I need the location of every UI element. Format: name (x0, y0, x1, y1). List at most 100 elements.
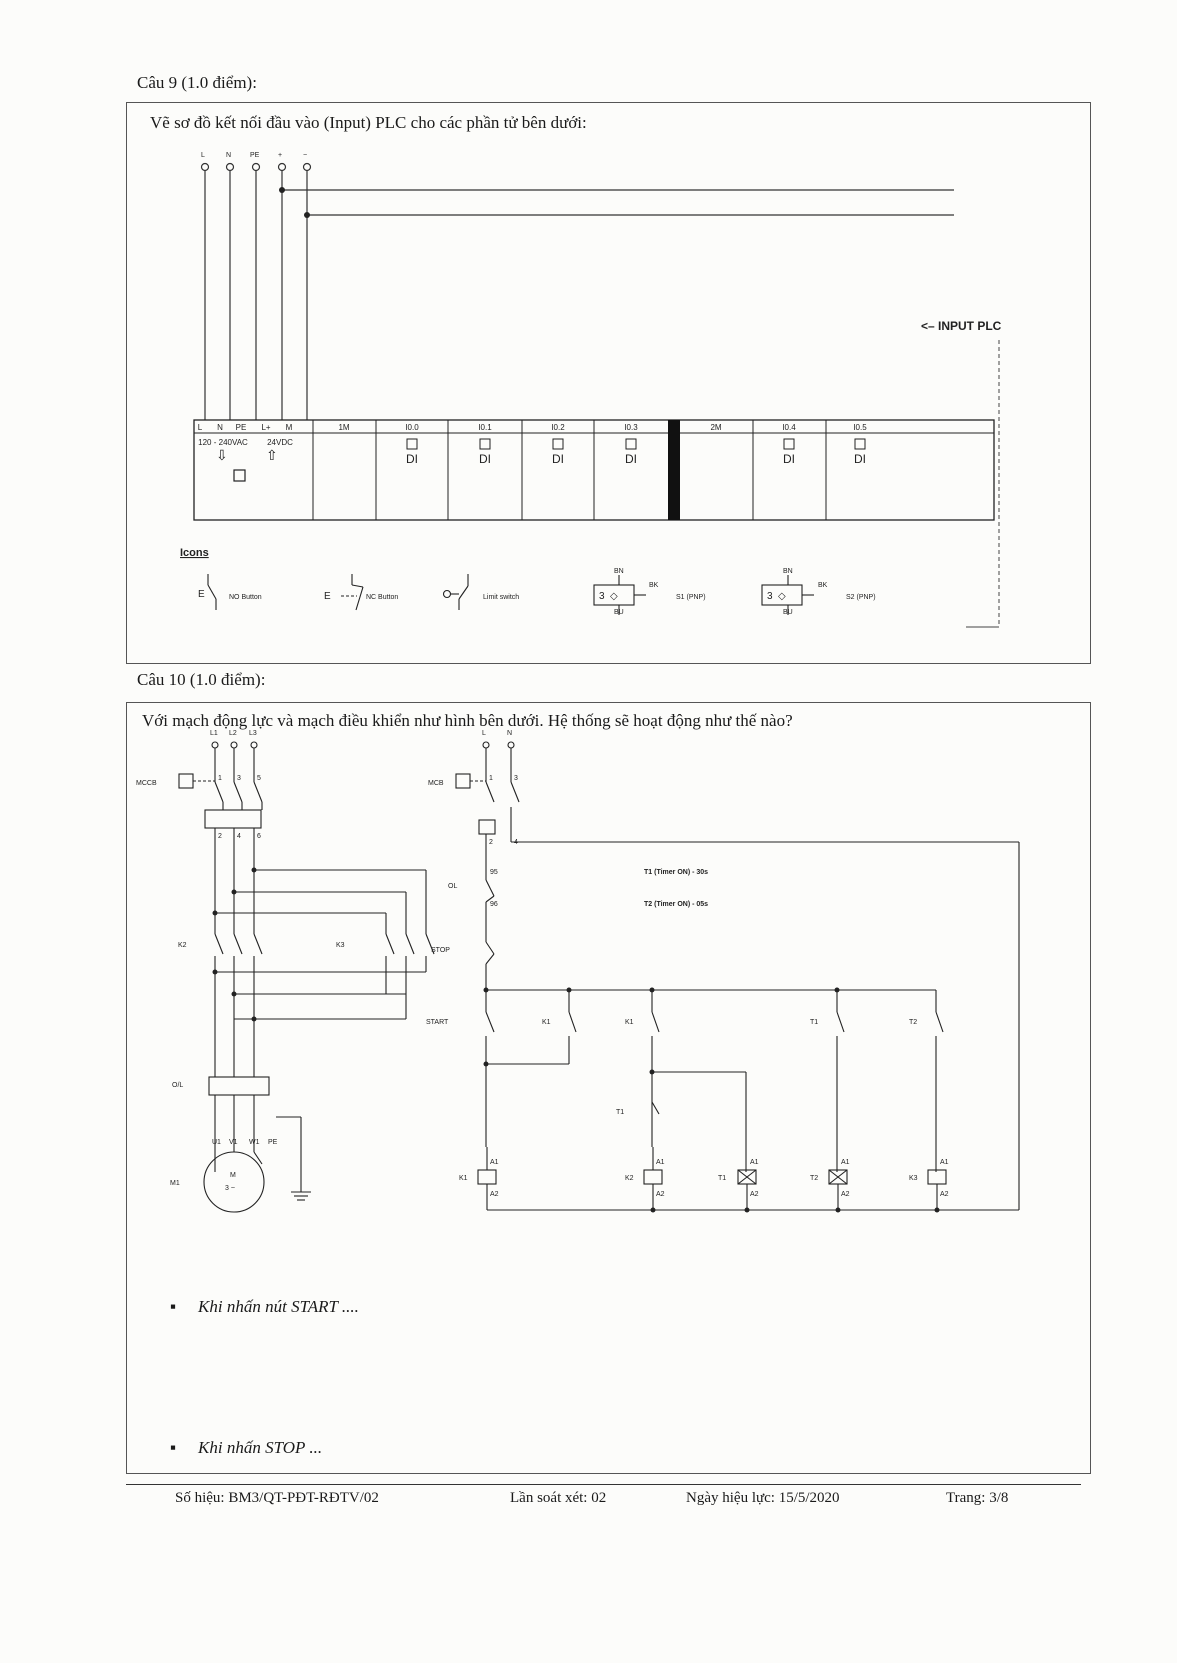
svg-text:L2: L2 (229, 730, 237, 737)
svg-text:K1: K1 (625, 1019, 634, 1026)
svg-text:A1: A1 (490, 1159, 499, 1166)
svg-text:W1: W1 (249, 1139, 260, 1146)
slot-I04: I0.4 (782, 423, 796, 432)
svg-text:S1 (PNP): S1 (PNP) (676, 594, 706, 601)
svg-text:E: E (324, 591, 331, 602)
svg-text:A2: A2 (656, 1191, 665, 1198)
svg-text:T1: T1 (616, 1109, 624, 1116)
svg-text:A1: A1 (841, 1159, 850, 1166)
answer-stop: ▪Khi nhấn STOP ... (170, 1438, 323, 1457)
q10-circuit-diagram: L1 L2 L3 1 3 5 2 4 6 MCCB K2 K3 O/L U1 V… (136, 730, 1020, 1213)
terminal-L: L (201, 152, 205, 159)
svg-text:3 ~: 3 ~ (225, 1185, 235, 1192)
terminal-minus: − (303, 152, 307, 159)
svg-text:L: L (482, 730, 486, 737)
svg-text:96: 96 (490, 901, 498, 908)
q9-prompt: Vẽ sơ đồ kết nối đầu vào (Input) PLC cho… (150, 113, 587, 132)
svg-text:A2: A2 (940, 1191, 949, 1198)
svg-text:1: 1 (218, 775, 222, 782)
svg-text:5: 5 (257, 775, 261, 782)
svg-text:6: 6 (257, 833, 261, 840)
plc-module (193, 419, 995, 521)
footer-revision: Lần soát xét: 02 (510, 1490, 607, 1506)
svg-text:DI: DI (625, 452, 637, 466)
no-button-icon (207, 574, 217, 610)
motor-label: M1 (170, 1180, 180, 1187)
svg-text:DI: DI (783, 452, 795, 466)
svg-text:2: 2 (218, 833, 222, 840)
plc-led-icon (233, 469, 246, 482)
svg-text:A1: A1 (940, 1159, 949, 1166)
svg-text:DI: DI (406, 452, 418, 466)
slot-I00: I0.0 (405, 423, 419, 432)
slot-I05: I0.5 (853, 423, 867, 432)
slot-1M: 1M (338, 423, 349, 432)
limit-switch-icon (442, 574, 469, 610)
nc-button-icon (341, 574, 364, 611)
svg-text:V1: V1 (229, 1139, 238, 1146)
slot-I02: I0.2 (551, 423, 565, 432)
bullet-icon: ▪ (170, 1438, 177, 1457)
input-plc-label: <– INPUT PLC (921, 319, 1002, 333)
bullet-icon: ▪ (170, 1297, 177, 1316)
terminal-N: N (226, 152, 231, 159)
q10-box (126, 702, 1091, 1474)
footer-doc-code: Số hiệu: BM3/QT-PĐT-RĐTV/02 (175, 1490, 379, 1506)
footer-page: Trang: 3/8 (946, 1490, 1009, 1506)
svg-text:T1: T1 (810, 1019, 818, 1026)
timer-t2-label: T2 (Timer ON) - 05s (644, 901, 708, 908)
svg-text:NO Button: NO Button (229, 594, 262, 601)
svg-text:OL: OL (448, 883, 457, 890)
terminal-plus: + (278, 152, 282, 159)
start-label: START (426, 1019, 449, 1026)
svg-text:BU: BU (614, 609, 624, 616)
mccb-label: MCCB (136, 780, 157, 787)
svg-text:N: N (217, 423, 223, 432)
svg-text:DI: DI (854, 452, 866, 466)
q10-title: Câu 10 (1.0 điểm): (137, 670, 266, 689)
arrow-up-icon: ⇧ (266, 448, 278, 464)
slot-2M: 2M (710, 423, 721, 432)
svg-text:T2: T2 (810, 1175, 818, 1182)
q9-plc-diagram: L N PE + − <– INPUT PLC L N PE L+ M 120 … (180, 152, 1002, 628)
svg-text:L: L (198, 423, 203, 432)
ol-label: O/L (172, 1082, 183, 1089)
footer-rule (126, 1484, 1081, 1485)
svg-text:A2: A2 (490, 1191, 499, 1198)
svg-text:A2: A2 (750, 1191, 759, 1198)
svg-text:3: 3 (767, 591, 773, 602)
svg-text:BK: BK (818, 582, 828, 589)
svg-text:L+: L+ (261, 423, 270, 432)
svg-text:2: 2 (489, 839, 493, 846)
svg-text:M: M (230, 1172, 236, 1179)
slot-I01: I0.1 (478, 423, 492, 432)
svg-text:PE: PE (236, 423, 247, 432)
svg-text:N: N (507, 730, 512, 737)
svg-text:M: M (286, 423, 293, 432)
svg-text:DI: DI (479, 452, 491, 466)
svg-text:◇: ◇ (778, 591, 786, 602)
svg-text:BN: BN (614, 568, 624, 575)
slot-I03: I0.3 (624, 423, 638, 432)
q9-box (126, 102, 1091, 664)
svg-text:4: 4 (514, 839, 518, 846)
answer-start: ▪Khi nhấn nút START .... (170, 1297, 359, 1316)
svg-text:◇: ◇ (610, 591, 618, 602)
svg-text:A2: A2 (841, 1191, 850, 1198)
svg-text:NC Button: NC Button (366, 594, 398, 601)
svg-text:K2: K2 (625, 1175, 634, 1182)
k2-label: K2 (178, 942, 187, 949)
supply-terminals (200, 162, 954, 420)
pnp-sensor-icon (761, 575, 814, 615)
pnp-sensor-icon (593, 575, 646, 615)
q10-prompt: Với mạch động lực và mạch điều khiển như… (142, 711, 793, 730)
k3-label: K3 (336, 942, 345, 949)
arrow-down-icon: ⇩ (216, 448, 228, 464)
svg-text:K3: K3 (909, 1175, 918, 1182)
svg-text:4: 4 (237, 833, 241, 840)
timer-t1-label: T1 (Timer ON) - 30s (644, 869, 708, 876)
svg-text:BN: BN (783, 568, 793, 575)
svg-text:3: 3 (514, 775, 518, 782)
svg-text:S2 (PNP): S2 (PNP) (846, 594, 876, 601)
svg-text:A1: A1 (656, 1159, 665, 1166)
